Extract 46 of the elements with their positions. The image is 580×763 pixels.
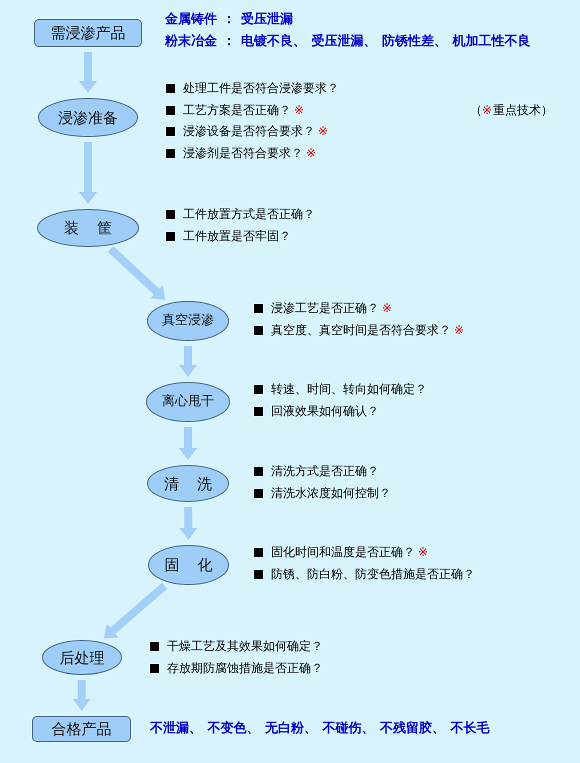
checklist-item: 工件放置是否牢固？ xyxy=(183,228,291,244)
checklist-item: 真空度、真空时间是否符合要求？※ xyxy=(271,322,464,338)
checklist-item: 浸渗工艺是否正确？※ xyxy=(271,301,392,316)
arrow xyxy=(179,506,198,540)
process-ellipse xyxy=(38,98,138,137)
process-ellipse xyxy=(147,301,229,341)
checklist-item: 防锈、防白粉、防变色措施是否正确？ xyxy=(271,566,475,582)
checklist-item: 浸渗剂是否符合要求？※ xyxy=(183,146,316,161)
arrow xyxy=(72,680,91,711)
arrow xyxy=(179,427,197,460)
process-ellipse xyxy=(147,465,229,502)
step-label: 需浸渗产品 xyxy=(50,24,126,42)
note-text: 不泄漏、 不变色、 无白粉、 不碰伤、 不残留胶、 不长毛 xyxy=(150,720,490,738)
step-label: 装 筐 xyxy=(64,219,112,237)
step-label: 固 化 xyxy=(164,556,213,574)
checklist-item: 回液效果如何确认？ xyxy=(271,404,379,419)
checklist-item: 清洗方式是否正确？ xyxy=(271,464,379,480)
arrow xyxy=(179,346,197,377)
arrow xyxy=(79,142,97,204)
checklist-item: 存放期防腐蚀措施是否正确？ xyxy=(167,660,323,676)
checklist-item: 转速、时间、转向如何确定？ xyxy=(271,382,427,398)
process-ellipse xyxy=(42,640,122,675)
step-label: 合格产品 xyxy=(52,720,112,738)
note-text: 金属铸件 ： 受压泄漏 xyxy=(165,10,294,29)
step-label: 后处理 xyxy=(60,648,104,666)
process-ellipse xyxy=(148,545,229,585)
arrow xyxy=(108,246,166,300)
checklist-item: 浸渗设备是否符合要求？※ xyxy=(183,124,328,140)
product-box xyxy=(32,716,131,742)
checklist-item: 工艺方案是否正确？※ xyxy=(183,102,304,118)
legend-note: （※重点技术） xyxy=(470,102,554,118)
checklist-item: 固化时间和温度是否正确？※ xyxy=(271,545,428,560)
step-label: 浸渗准备 xyxy=(58,108,118,126)
step-label: 清 洗 xyxy=(164,474,212,492)
checklist-item: 处理工件是否符合浸渗要求？ xyxy=(183,81,339,96)
note-text: 粉末冶金 ： 电镀不良、 受压泄漏、 防锈性差、 机加工性不良 xyxy=(165,32,531,51)
checklist-item: 工件放置方式是否正确？ xyxy=(183,207,315,222)
arrow xyxy=(79,52,97,93)
arrow xyxy=(104,582,168,639)
checklist-item: 干燥工艺及其效果如何确定？ xyxy=(167,639,323,654)
step-label: 离心甩干 xyxy=(162,394,214,410)
process-ellipse xyxy=(37,209,139,247)
step-label: 真空浸渗 xyxy=(162,313,214,329)
process-ellipse xyxy=(146,382,230,422)
product-box xyxy=(34,19,142,47)
checklist-item: 清洗水浓度如何控制？ xyxy=(271,486,391,501)
